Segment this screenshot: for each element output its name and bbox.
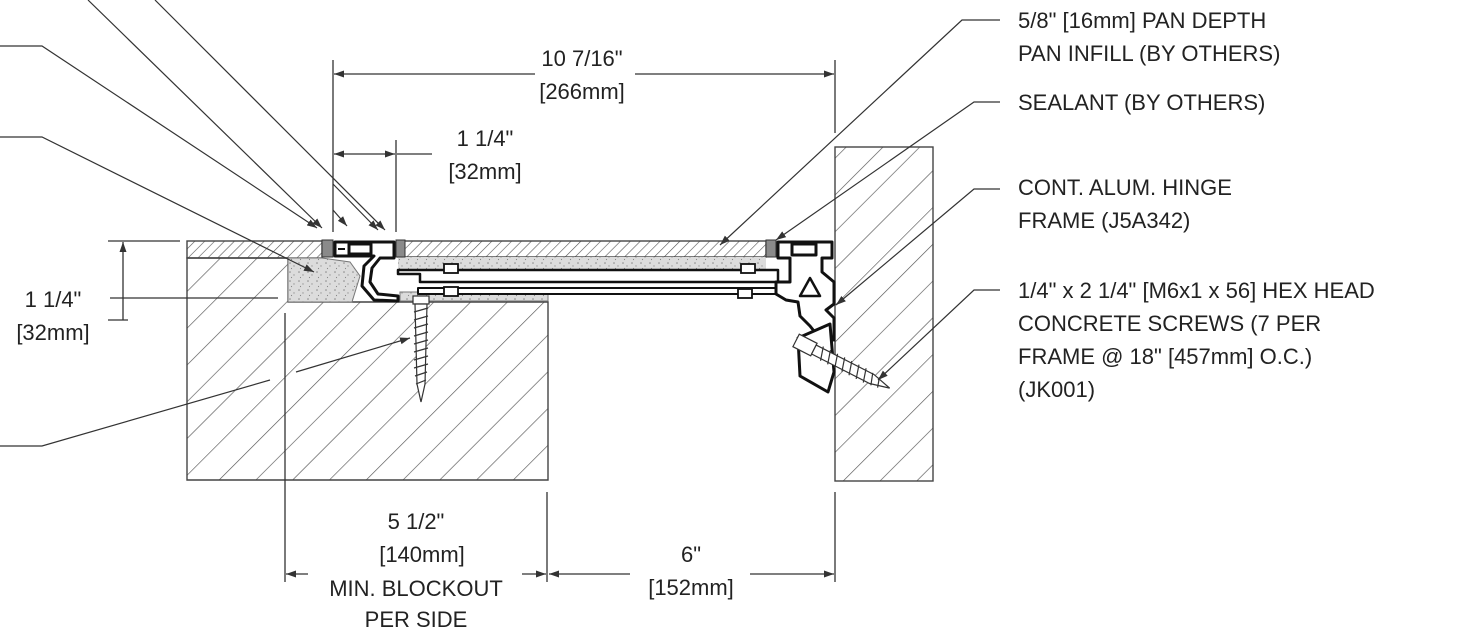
- left-frame-extrusion: [333, 240, 400, 303]
- pan-bolt-right: [737, 263, 756, 299]
- blockout-imperial: 5 1/2": [388, 509, 445, 534]
- blockout-metric: [140mm]: [379, 542, 465, 567]
- hinge-concrete-screw: [792, 333, 891, 389]
- blockout-note-line2: PER SIDE: [365, 607, 468, 632]
- right-concrete-substrate: [834, 146, 934, 482]
- center-sealant-bead: [395, 239, 406, 258]
- screws-callout-line1: 1/4" x 2 1/4" [M6x1 x 56] HEX HEAD: [1018, 278, 1375, 303]
- depth-imperial: 1 1/4": [25, 287, 82, 312]
- pan-infill: [397, 240, 767, 258]
- left-sealant-bead: [321, 239, 334, 258]
- screws-callout-line2: CONCRETE SCREWS (7 PER: [1018, 311, 1321, 336]
- pan-bolt-left: [443, 263, 459, 297]
- left-topping-slab: [186, 240, 323, 259]
- hinge-frame-extrusion: [774, 240, 836, 394]
- screws-leader: [877, 289, 1000, 381]
- sealant-leader: [775, 101, 1000, 241]
- pan-grout-layer: [398, 257, 766, 271]
- depth-metric: [32mm]: [16, 320, 89, 345]
- right-sealant-bead: [765, 239, 777, 258]
- left-concrete-screw: [412, 295, 430, 403]
- overall-width-metric: [266mm]: [539, 79, 625, 104]
- pan-callout-line2: PAN INFILL (BY OTHERS): [1018, 41, 1280, 66]
- opening-imperial: 6": [681, 542, 701, 567]
- left-leaders: [0, 0, 411, 447]
- opening-metric: [152mm]: [648, 575, 734, 600]
- pan-leader: [719, 19, 1000, 246]
- sealant-callout-line1: SEALANT (BY OTHERS): [1018, 90, 1265, 115]
- screws-callout-line4: (JK001): [1018, 377, 1095, 402]
- hinge-callout-line1: CONT. ALUM. HINGE: [1018, 175, 1232, 200]
- pan-callout-line1: 5/8" [16mm] PAN DEPTH: [1018, 8, 1266, 33]
- screws-callout-line3: FRAME @ 18" [457mm] O.C.): [1018, 344, 1312, 369]
- overall-width-imperial: 10 7/16": [541, 46, 622, 71]
- hinge-leader: [835, 188, 1000, 306]
- gap-width-metric: [32mm]: [448, 159, 521, 184]
- blockout-note-line1: MIN. BLOCKOUT: [329, 576, 503, 601]
- gap-width-imperial: 1 1/4": [457, 126, 514, 151]
- hinge-callout-line2: FRAME (J5A342): [1018, 208, 1190, 233]
